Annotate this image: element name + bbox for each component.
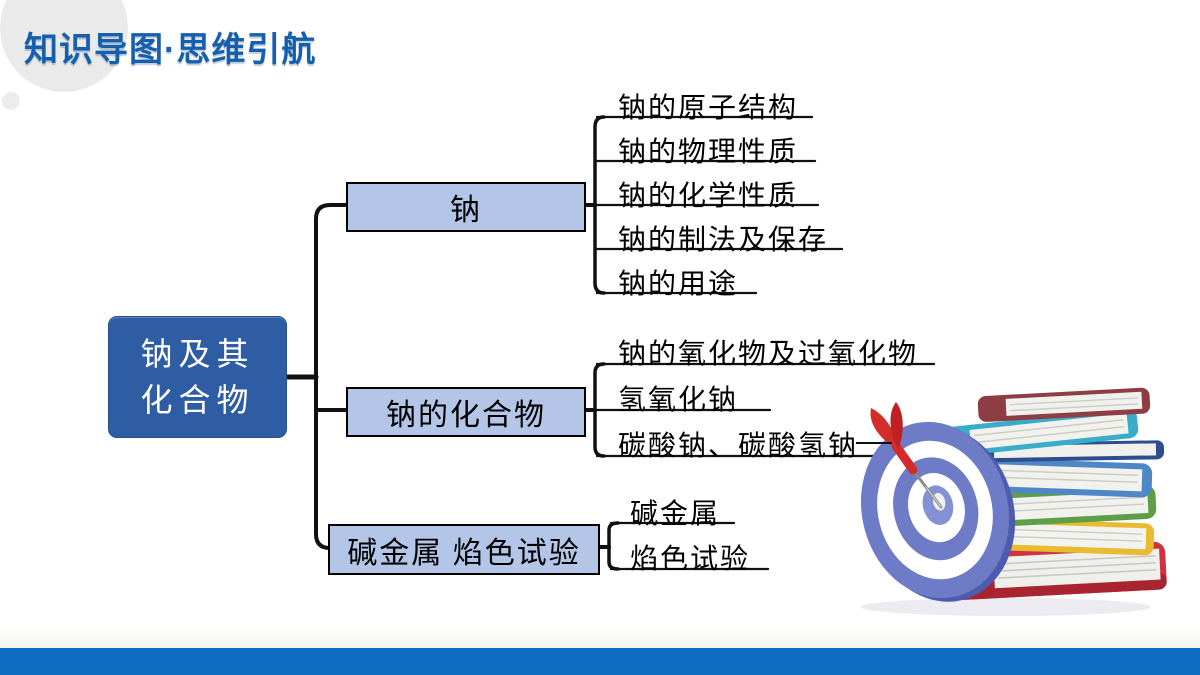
- shadow: [861, 598, 1151, 616]
- trunk-line: [314, 203, 348, 550]
- footer-gradient: [0, 626, 1200, 648]
- leaf-chemical-properties: 钠的化学性质: [618, 181, 799, 212]
- branch3-spine: [607, 521, 620, 571]
- root-node-line1: 钠及其: [140, 336, 255, 372]
- books-dartboard-illustration: [856, 387, 1167, 616]
- branch-sodium: 钠: [346, 182, 586, 232]
- leaf-uses: 钠的用途: [618, 269, 739, 300]
- leaf-flame-test: 焰色试验: [630, 544, 751, 575]
- leaf-physical-properties: 钠的物理性质: [618, 137, 799, 168]
- book-teal: [935, 408, 1139, 458]
- leaf-oxides-peroxides: 钠的氧化物及过氧化物: [618, 339, 919, 370]
- leaf-alkali-metals: 碱金属: [630, 499, 721, 530]
- header-dot-decoration: [2, 92, 20, 110]
- book-maroon: [977, 387, 1151, 422]
- leaf-preparation-storage: 钠的制法及保存: [618, 225, 829, 256]
- leaf-atomic-structure: 钠的原子结构: [618, 93, 799, 124]
- root-node: 钠及其 化合物: [108, 316, 287, 438]
- branch-sodium-compounds: 钠的化合物: [346, 387, 586, 437]
- root-node-line2: 化合物: [140, 382, 255, 418]
- leaf-carbonate-bicarbonate: 碳酸钠、碳酸氢钠: [618, 431, 859, 462]
- leaf-sodium-hydroxide: 氢氧化钠: [618, 385, 739, 416]
- dart-icon: [856, 402, 943, 509]
- page-title: 知识导图·思维引航: [24, 31, 317, 69]
- footer-bar: [0, 648, 1200, 675]
- branch-alkali-flame-test: 碱金属 焰色试验: [328, 524, 600, 575]
- dartboard-icon: [860, 421, 1016, 602]
